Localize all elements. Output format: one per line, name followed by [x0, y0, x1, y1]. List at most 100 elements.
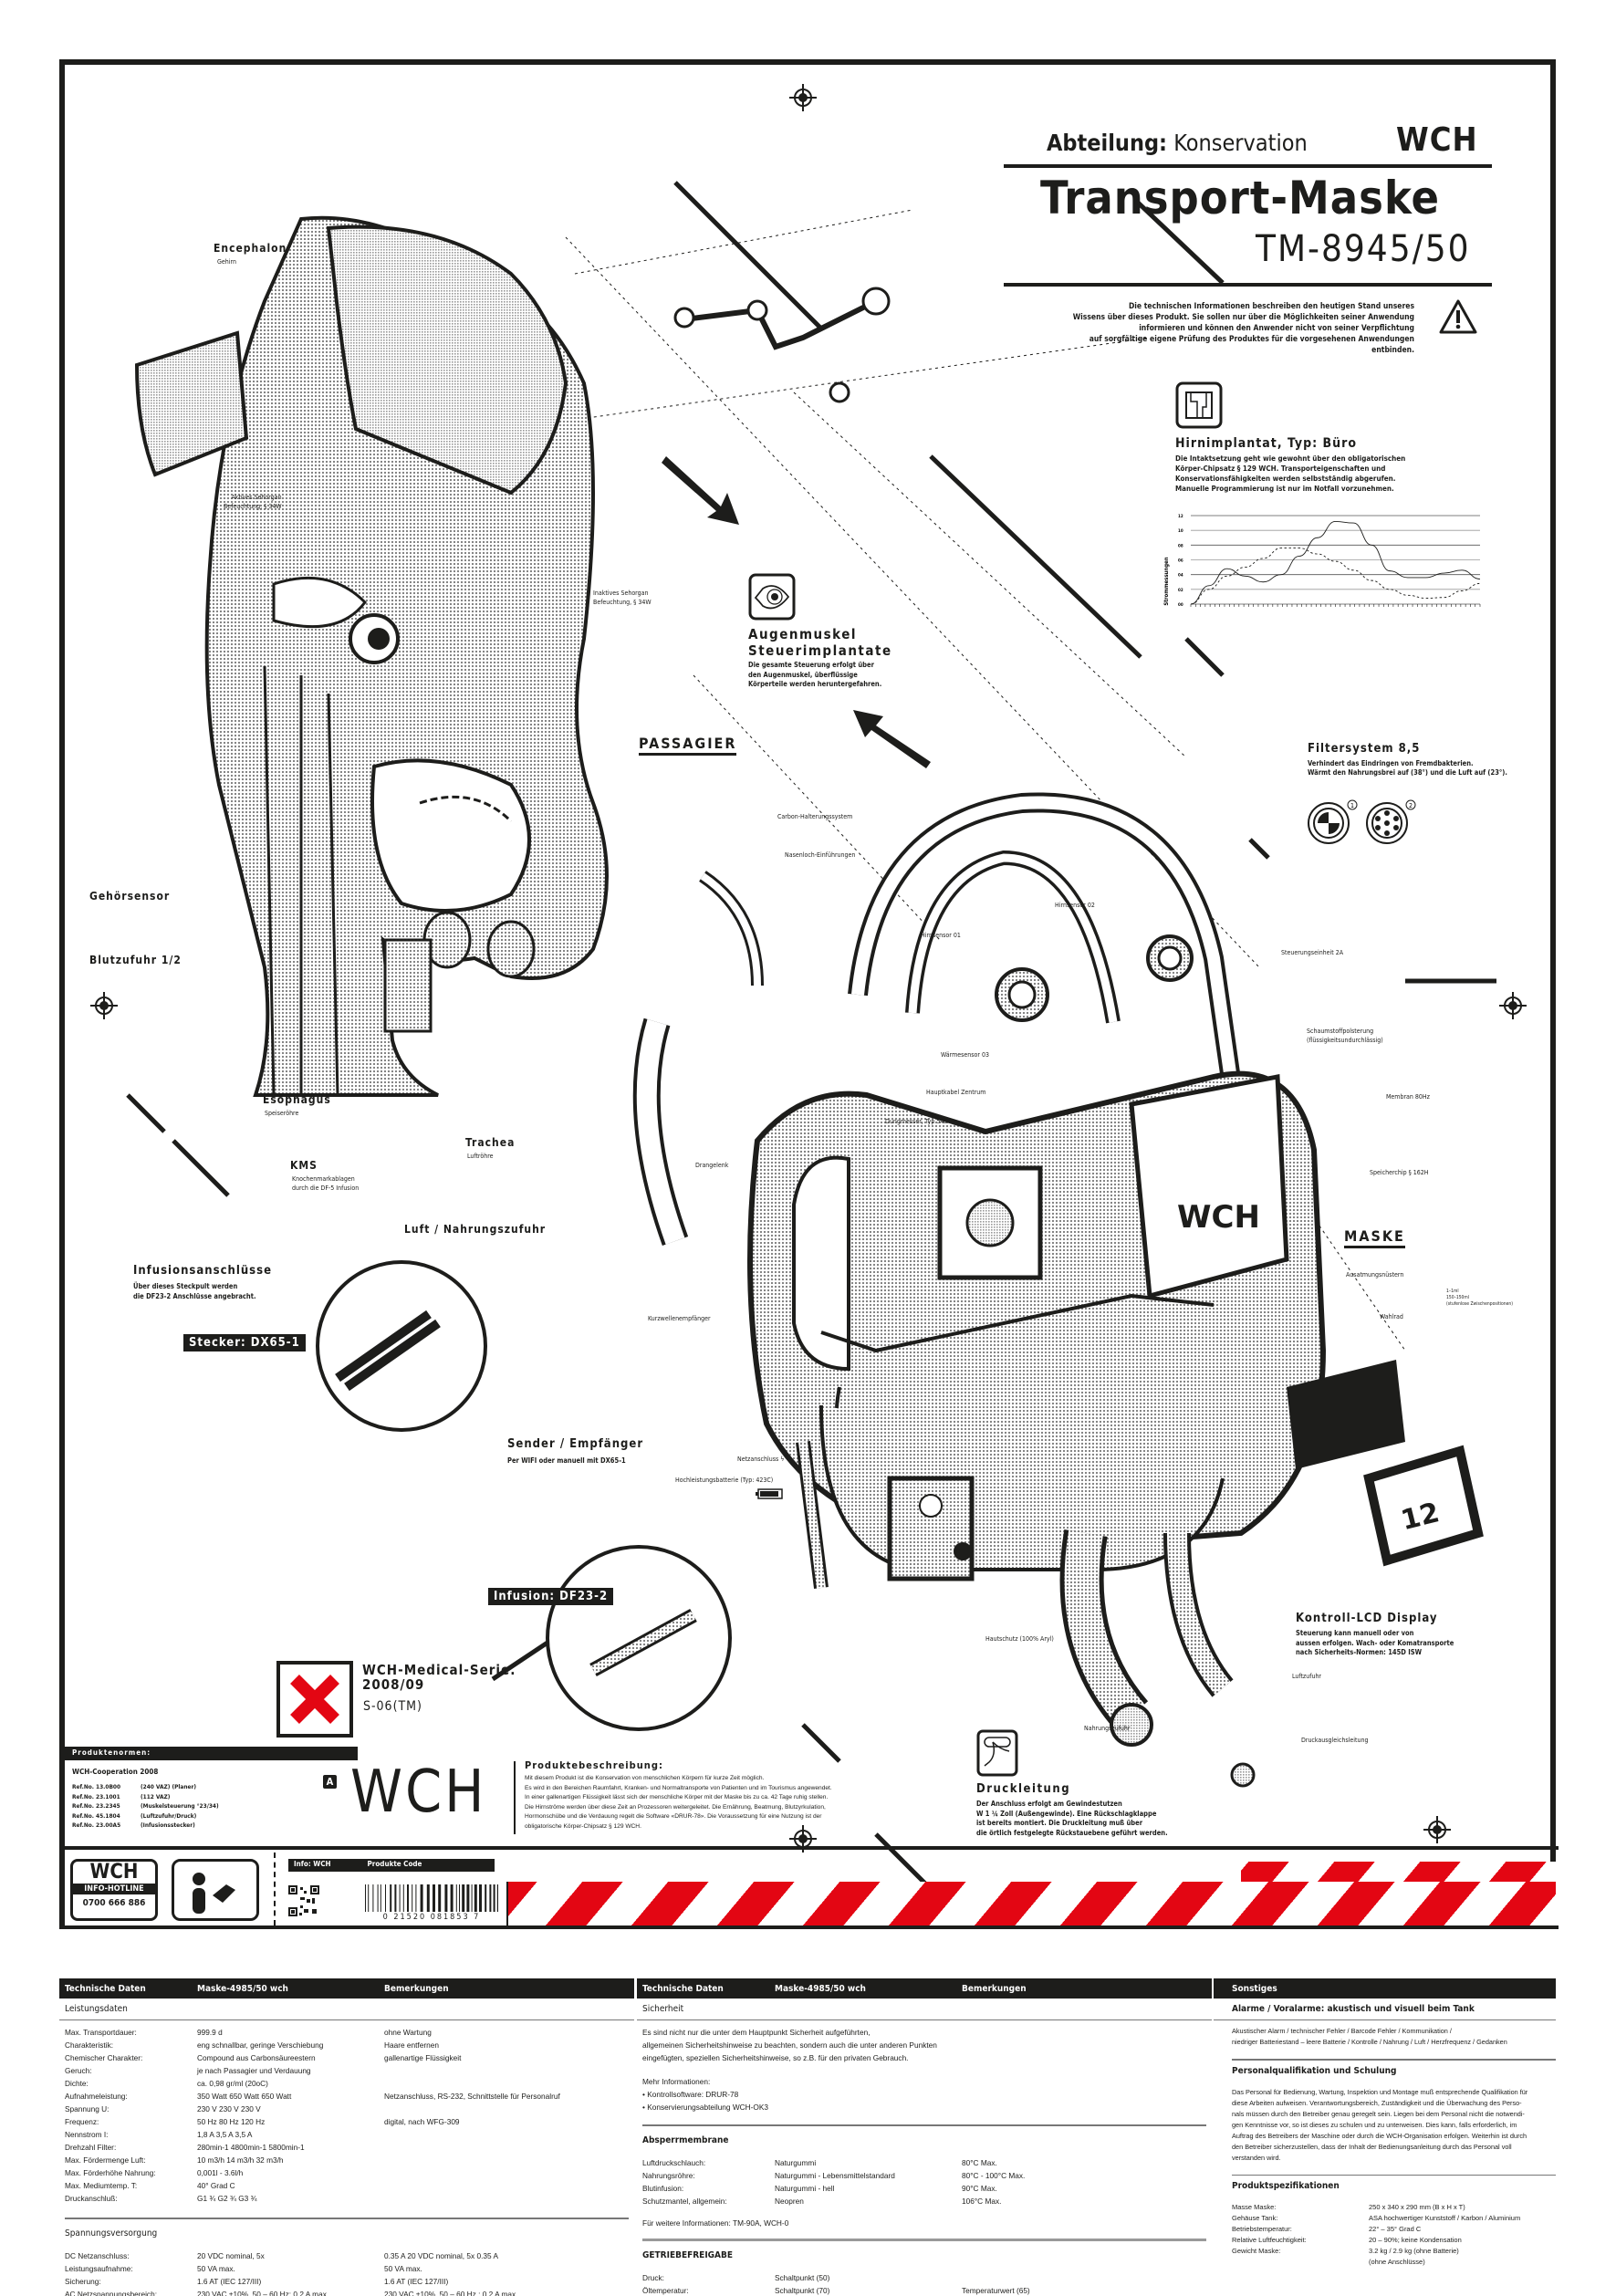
plug-label-stecker: Stecker: DX65-1: [183, 1334, 306, 1352]
brand-logo-large: WCH: [350, 1759, 487, 1826]
tech3-specs: Masse Maske: 250 x 340 x 290 mm (B x H x …: [1214, 2197, 1556, 2273]
barcode-digits: 0 21520 081853 7: [382, 1913, 481, 1922]
table-cell: Max. Mediumtemp. T:: [65, 2181, 138, 2190]
barcode-bar: [372, 1884, 374, 1912]
table-cell: 1.6 AT (IEC 127/III): [384, 2276, 449, 2286]
text-line: Inaktives Sehorgan: [593, 590, 649, 597]
table-cell: 3.2 kg / 2.9 kg (ohne Batterie): [1369, 2247, 1459, 2255]
norms-header: Produktenormen:: [59, 1747, 358, 1760]
text-line: Knochenmarkablagen: [292, 1175, 355, 1183]
divider: [1232, 2059, 1556, 2061]
text-line: ist bereits montiert. Die Druckleitung m…: [976, 1819, 1143, 1827]
table-cell: 230 V 230 V 230 V: [197, 2104, 261, 2113]
text-line: niedriger Batteriestand – leere Batterie…: [1232, 2038, 1507, 2046]
tech3-alarms: Akustischer Alarm / technischer Fehler /…: [1214, 2020, 1556, 2053]
text-line: In einer gallenartigen Flüssigkeit lässt…: [525, 1794, 829, 1800]
series-title-line: WCH-Medical-Serie.: [362, 1662, 516, 1678]
label-trachea: Trachea: [465, 1136, 516, 1149]
text-line: W 1 ¼ Zoll (Außengewinde). Eine Rückschl…: [976, 1809, 1157, 1818]
warning-triangle-icon: [1439, 299, 1477, 334]
tech2-section-1: Sicherheit: [637, 1999, 1212, 2020]
druckleitung-title: Druckleitung: [976, 1782, 1071, 1796]
norm-row: Ref.No. 23.2345(Muskelsteuerung °23/34): [72, 1801, 219, 1811]
norm-desc: (112 VAZ): [141, 1792, 171, 1800]
text-line: • Kontrollsoftware: DRUR-78: [642, 2090, 739, 2099]
tech2-rows-3: Druck:Schaltpunkt (50)Öltemperatur:Schal…: [637, 2266, 1212, 2296]
hotline-logo: WCH: [89, 1861, 139, 1884]
table-cell: ASA hochwertiger Kunststoff / Karbon / A…: [1369, 2214, 1521, 2222]
text-line: nals müssen durch den Betreiber genau ge…: [1232, 2109, 1525, 2118]
header-rule-1: [1004, 164, 1492, 168]
label-kms: KMS: [290, 1159, 318, 1172]
chart-ylabel: Strommessungen: [1163, 557, 1170, 605]
arrow-icons: [662, 456, 931, 768]
col-head: Technische Daten: [642, 1983, 724, 1994]
table-cell: Haare entfernen: [384, 2040, 439, 2050]
table-cell: Masse Maske:: [1232, 2203, 1277, 2211]
tech1-header: Technische Daten Maske-4985/50 wch Bemer…: [59, 1978, 634, 1999]
table-cell: Dichte:: [65, 2079, 89, 2088]
barcode-bar: [420, 1884, 423, 1912]
hotline-box[interactable]: WCH INFO-HOTLINE 0700 666 886: [70, 1859, 158, 1921]
barcode-bar: [426, 1884, 430, 1912]
table-cell: Max. Transportdauer:: [65, 2028, 137, 2037]
table-cell: [1232, 2257, 1369, 2268]
filter-text: Verhindert das Eindringen von Fremdbakte…: [1308, 759, 1507, 778]
table-cell: 1.6 AT (IEC 127/III): [197, 2276, 262, 2286]
table-cell: 999.9 d: [197, 2028, 223, 2037]
eye-title-line: Steuerimplantate: [748, 642, 892, 659]
text-line: Über dieses Steckpult werden: [133, 1282, 238, 1290]
table-cell: gallenartige Flüssigkeit: [384, 2053, 462, 2062]
filter-badge: 1: [1350, 802, 1354, 809]
table-cell: ca. 0,98 gr/ml (20oC): [197, 2079, 268, 2088]
description-rule: [514, 1761, 516, 1834]
barcode[interactable]: [365, 1884, 498, 1912]
table-cell: Naturgummi - Lebensmittelstandard: [775, 2170, 895, 2180]
text-line: eingefügten, speziellen Sicherheitshinwe…: [642, 2053, 909, 2062]
section-passagier: PASSAGIER: [639, 735, 737, 756]
disclaimer: Die technischen Informationen beschreibe…: [1049, 301, 1414, 356]
eye-icon: [748, 573, 796, 621]
table-cell: 50 VA max.: [197, 2263, 235, 2273]
text-line: Verhindert das Eindringen von Fremdbakte…: [1308, 759, 1474, 767]
text-line: Steuerung kann manuell oder von: [1296, 1629, 1414, 1637]
text-line: nach Sicherheits-Normen: 145D ISW: [1296, 1648, 1423, 1656]
filter-icons: 1 2: [1308, 799, 1416, 844]
table-cell: Neopren: [775, 2196, 804, 2206]
table-cell: 250 x 340 x 290 mm (B x H x T): [1369, 2203, 1465, 2211]
table-cell: Frequenz:: [65, 2117, 99, 2126]
barcode-bar: [485, 1884, 487, 1912]
label-sender-sub: Per WIFI oder manuell mit DX65-1: [507, 1456, 626, 1465]
hotline-phone[interactable]: 0700 666 886: [82, 1898, 146, 1908]
filter-icon-2: 2: [1366, 799, 1416, 844]
text-line: Die gesamte Steuerung erfolgt über: [748, 661, 874, 669]
table-cell: ohne Wartung: [384, 2028, 432, 2037]
norm-desc: (Luftzufuhr/Druck): [141, 1811, 197, 1820]
table-cell: G1 ¾ G2 ¾ G3 ¾: [197, 2194, 257, 2203]
filter-icon-1: 1: [1308, 799, 1358, 844]
qr-code[interactable]: [288, 1885, 319, 1916]
text-line: den Augenmuskel, überflüssige: [748, 670, 858, 679]
table-cell: Druck:: [642, 2272, 664, 2282]
table-cell: Luftdruckschlauch:: [642, 2157, 706, 2167]
disclaimer-line: auf sorgfältige eigene Prüfung des Produ…: [1089, 335, 1414, 355]
divider: [1232, 2174, 1556, 2176]
label-foam: Schaumstoffpolsterung(flüssigkeitsundurc…: [1307, 1027, 1383, 1045]
hazard-stripes-top: [1241, 1862, 1556, 1882]
label-blood: Blutzufuhr 1/2: [89, 954, 182, 966]
lcd-panels: 12: [1287, 1360, 1484, 1567]
tech3-section-2: Personalqualifikation und Schulung: [1232, 2065, 1397, 2076]
tech1-section-2: Spannungsversorgung: [65, 2228, 158, 2239]
norm-ref: Ref.No. 45.1804: [72, 1811, 120, 1820]
col-head: Bemerkungen: [962, 1983, 1027, 1994]
barcode-bar: [394, 1884, 397, 1912]
text-line: Manuelle Programmierung ist nur im Notfa…: [1175, 485, 1394, 493]
barcode-bar: [455, 1884, 457, 1912]
table-row: Charakteristik:eng schnallbar, geringe V…: [65, 2039, 629, 2051]
label-pressure: Dungmesser, Typ 545: [885, 1118, 948, 1125]
table-cell: 230 VAC ±10%, 50 – 60 Hz ; 0.2 A max.: [384, 2289, 518, 2296]
tech2-safety: Es sind nicht nur die unter dem Hauptpun…: [637, 2020, 1212, 2119]
chart-ytick: 10: [1178, 528, 1183, 534]
table-row: Max. Mediumtemp. T:40° Grad C: [65, 2179, 629, 2192]
text-line: die DF23-2 Anschlüsse angebracht.: [133, 1292, 256, 1300]
